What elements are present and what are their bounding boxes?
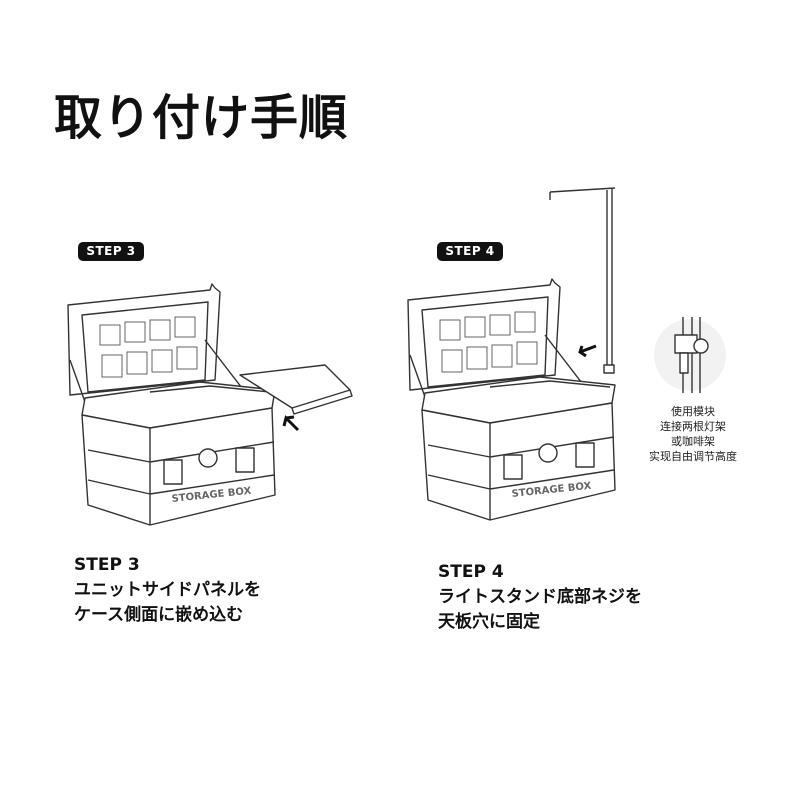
note-line-3: 或咖啡架: [671, 435, 715, 448]
storage-box-drawing: STORAGE BOX: [407, 278, 616, 521]
connector-note: 使用模块 连接两根灯架 或咖啡架 实现自由调节高度: [628, 404, 758, 464]
step-3-illustration: STORAGE BOX: [67, 283, 353, 526]
connector-detail-illustration: [654, 317, 726, 393]
arrow-icon: [282, 415, 300, 432]
step-3-line-1: ユニットサイドパネルを: [74, 580, 261, 600]
step-4-line-1: ライトスタンド底部ネジを: [438, 587, 642, 607]
step-4-badge: STEP 4: [437, 242, 503, 261]
arrow-icon: [578, 344, 597, 358]
storage-box-drawing: STORAGE BOX: [67, 283, 276, 526]
step-3-line-2: ケース側面に嵌め込む: [74, 605, 244, 625]
step-4-heading: STEP 4: [438, 562, 504, 582]
page-title: 取り付け手順: [54, 90, 349, 146]
step-4-line-2: 天板穴に固定: [438, 612, 540, 632]
step-4-instructions: STEP 4 ライトスタンド底部ネジを 天板穴に固定: [438, 560, 642, 635]
note-line-1: 使用模块: [671, 405, 715, 418]
step-3-heading: STEP 3: [74, 555, 140, 575]
step-3-instructions: STEP 3 ユニットサイドパネルを ケース側面に嵌め込む: [74, 553, 261, 628]
step-3-badge: STEP 3: [78, 242, 144, 261]
light-stand-drawing: [549, 187, 616, 374]
side-panel-drawing: [239, 364, 353, 415]
note-line-4: 实现自由调节高度: [649, 450, 737, 463]
note-line-2: 连接两根灯架: [660, 420, 726, 433]
step-4-illustration: STORAGE BOX: [407, 187, 616, 521]
